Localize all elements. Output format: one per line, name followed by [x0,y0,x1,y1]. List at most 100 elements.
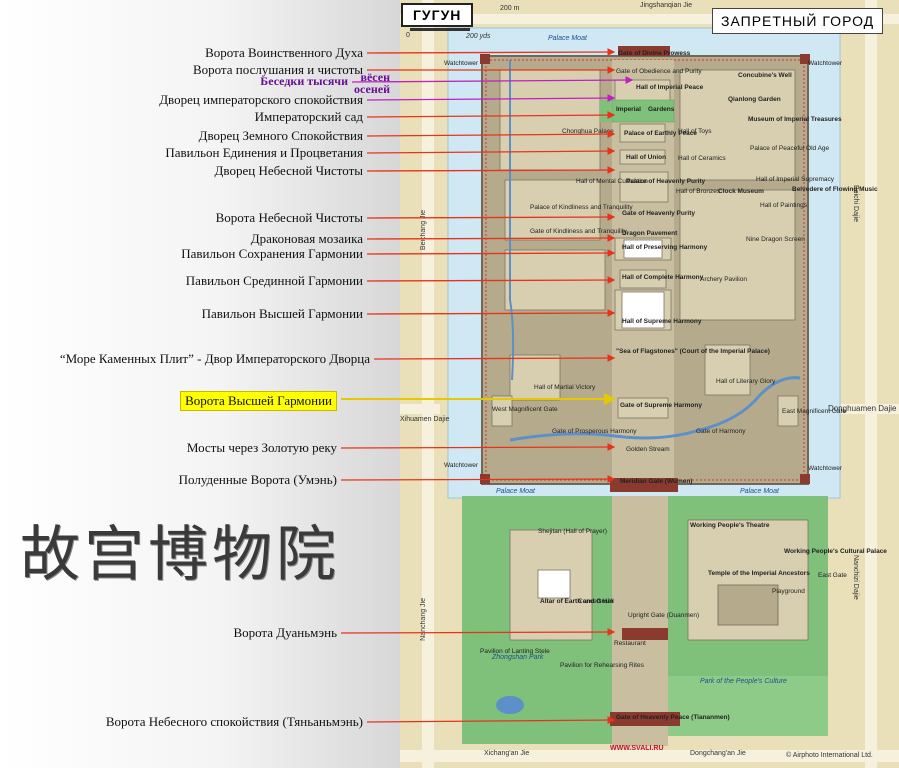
map-label-peaceful-old-age: Palace of Peaceful Old Age [750,145,830,152]
map-label-concubine: Concubine's Well [738,72,792,79]
map-label-wt-ne: Watchtower [808,60,843,67]
label-pavilions: Беседки тысячи [260,74,348,88]
map-label-west-gate: West Magnificent Gate [492,406,558,413]
map-label-rehearsing: Pavilion for Rehearsing Rites [560,662,644,669]
map-label-shejitan: Shejitan (Hall of Prayer) [538,528,607,535]
label-union: Павильон Единения и Процветания [165,145,363,160]
label-pavilions3: осеней [354,82,390,96]
title-forbidden-city: ЗАПРЕТНЫЙ ГОРОД [712,8,884,34]
map-label-lanting: Pavilion of Lanting Stele [480,648,550,655]
map-label-wt-se: Watchtower [808,465,843,472]
map-label-upright-gate: Upright Gate (Duanmen) [628,612,700,619]
label-heavenly-purity: Дворец Небесной Чистоты [214,163,363,178]
map-label-g-harmony: Gate of Harmony [696,428,746,435]
label-imperial-garden: Императорский сад [254,109,363,124]
museum-calligraphy: 故宫博物院 [20,520,340,590]
map-label-clock: Clock Museum [718,188,764,195]
map-label-p-kindliness: Palace of Kindliness and Tranquility [530,204,633,211]
map-label-temple-ancestors: Temple of the Imperial Ancestors [708,570,810,577]
map-label-working-theatre: Working People's Theatre [690,522,770,529]
map-label-moat-n: Palace Moat [548,35,587,42]
map-label-museum-treasures: Museum of Imperial Treasures [748,116,842,123]
map-label-wt-nw: Watchtower [444,60,479,67]
map-graphics [400,0,899,768]
map-label-mental: Hall of Mental Cultivation [576,178,648,185]
map-label-p-heavenly: Palace of Heavenly Purity [626,178,706,185]
label-complete: Павильон Срединной Гармонии [185,273,363,288]
map-label-h-complete: Hall of Complete Harmony [622,274,704,281]
map-label-archery: Archery Pavilion [700,276,747,283]
map-label-nine-dragon: Nine Dragon Screen [746,236,805,243]
map-label-flowing-music: Belvedere of Flowing Music [792,186,878,193]
map-label-g-heavenly-peace: Gate of Heavenly Peace (Tiananmen) [616,714,730,721]
label-obedience: Ворота послушания и чистоты [192,62,363,77]
map-label-east-gate2: East Gate [818,572,847,579]
map-label-literary: Hall of Literary Glory [716,378,776,385]
map-label-meridian-gate: Meridian Gate (Wumen) [620,478,693,485]
label-supreme-hall: Павильон Высшей Гармонии [201,306,363,321]
map-label-bronzes: Hall of Bronzes [676,188,721,195]
street-beichi: Beichi Dajie [852,185,859,222]
map-label-playground: Playground [772,588,805,595]
map-label-concert: Concert Hall [578,598,614,605]
map-label-h-imp-peace: Hall of Imperial Peace [636,84,704,91]
legend-panel: 故宫博物院 [0,0,400,768]
street-xichangan: Xichang'an Jie [484,750,530,757]
map-label-moat-s1: Palace Moat [496,488,535,495]
label-dragon: Драконовая мозаика [250,231,363,246]
map-label-imp-garden2: Gardens [648,106,675,113]
label-preserving: Павильон Сохранения Гармонии [181,246,363,261]
label-divine-prowess: Ворота Воинственного Духа [205,45,363,60]
street-dongchangan: Dongchang'an Jie [690,750,746,757]
label-duanmen: Ворота Дуаньмэнь [233,625,337,640]
label-tiananmen: Ворота Небесного спокойствия (Тяньаньмэн… [105,714,363,729]
scale-zero: 0 [406,32,410,39]
map-label-h-preserving: Hall of Preserving Harmony [622,244,708,251]
label-sea: “Море Каменных Плит” - Двор Императорско… [59,351,370,366]
label-meridian: Полуденные Ворота (Умэнь) [178,472,337,487]
map-label-g-divine: Gate of Divine Prowess [618,50,691,57]
watermark: WWW.SVALI.RU [610,745,664,752]
street-jingshanqian: Jingshanqian Jie [640,2,693,9]
map-label-imp-supremacy: Hall of Imperial Supremacy [756,176,835,183]
map-label-east-gate: East Magnificent Gate [782,408,846,415]
map-label-h-union: Hall of Union [626,154,667,161]
street-xihuamen: Xihuamen Dajie [400,416,450,423]
map-label-restaurant: Restaurant [614,640,646,647]
street-beichang: Beichang Jie [420,210,427,251]
map-label-moat-s2: Palace Moat [740,488,779,495]
map-label-sea-flagstones: "Sea of Flagstones" (Court of the Imperi… [616,348,770,355]
map-label-toys: Hall of Toys [678,128,712,135]
scale-yards: 200 yds [466,33,491,40]
label-bridges: Мосты через Золотую реку [186,440,337,455]
map-label-dragon-pavement: Dragon Pavement [622,230,678,237]
map-label-working-palace: Working People's Cultural Palace [784,548,887,555]
title-gugun: ГУГУН [401,3,474,27]
map-label-qianlong: Qianlong Garden [728,96,781,103]
map-label-g-kindliness: Gate of Kindliness and Tranquility [530,228,627,235]
street-nanchizi: Nanchizi Dajie [852,555,859,600]
map-label-wt-sw: Watchtower [444,462,479,469]
map-label-g-supreme: Gate of Supreme Harmony [620,402,702,409]
label-earthly-peace: Дворец Земного Спокойствия [198,128,363,143]
map-label-paintings: Hall of Paintings [760,202,807,209]
label-imperial-peace: Дворец императорского спокойствия [159,92,363,107]
map-label-g-prosperous: Gate of Prosperous Harmony [552,428,637,435]
label-gate-heavenly-purity: Ворота Небесной Чистоты [215,210,363,225]
street-donghuamen: Donghuamen Dajie [828,404,897,413]
map-label-imp-garden1: Imperial [616,106,641,113]
map-label-altar: Altar of Earth and Grain [540,598,614,605]
scale-meters: 200 m [500,5,520,12]
map-label-g-heavenly: Gate of Heavenly Purity [622,210,695,217]
label-supreme-gate: Ворота Высшей Гармонии [180,391,337,411]
map-label-ceramics: Hall of Ceramics [678,155,726,162]
map-label-martial: Hall of Martial Victory [534,384,596,391]
map-label-g-obed: Gate of Obedience and Purity [616,68,702,75]
map-label-chonghua: Chonghua Palace [562,128,614,135]
map-label-zhongshan: Zhongshan Park [492,654,544,661]
map-label-peoples-culture: Park of the People's Culture [700,678,787,685]
map-label-h-supreme: Hall of Supreme Harmony [622,318,702,325]
street-nanchang: Nanchang Jie [420,598,427,641]
copyright: © Airphoto International Ltd. [786,752,873,759]
